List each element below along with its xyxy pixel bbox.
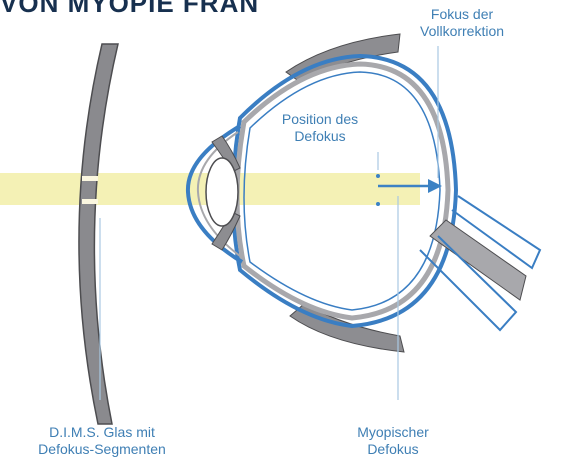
dims-lens: [79, 44, 118, 424]
label-defocus-position: Position des Defokus: [266, 111, 374, 145]
label-focus-full-line1: Fokus der: [420, 6, 504, 23]
label-dims-lens-line1: D.I.M.S. Glas mit: [12, 424, 192, 441]
defocus-point-lower: [376, 202, 380, 206]
defocus-point-upper: [376, 174, 380, 178]
label-defocus-position-line2: Defokus: [266, 128, 374, 145]
lens-segment: [82, 176, 98, 181]
label-myopic-defocus-line2: Defokus: [334, 441, 452, 458]
label-dims-lens: D.I.M.S. Glas mit Defokus-Segmenten: [12, 424, 192, 458]
label-myopic-defocus-line1: Myopischer: [334, 424, 452, 441]
label-focus-full: Fokus der Vollkorrektion: [420, 6, 504, 40]
crystalline-lens: [206, 158, 238, 226]
label-myopic-defocus: Myopischer Defokus: [334, 424, 452, 458]
label-focus-full-line2: Vollkorrektion: [420, 23, 504, 40]
lens-segment: [82, 199, 98, 204]
label-defocus-position-line1: Position des: [266, 111, 374, 128]
label-dims-lens-line2: Defokus-Segmenten: [12, 441, 192, 458]
